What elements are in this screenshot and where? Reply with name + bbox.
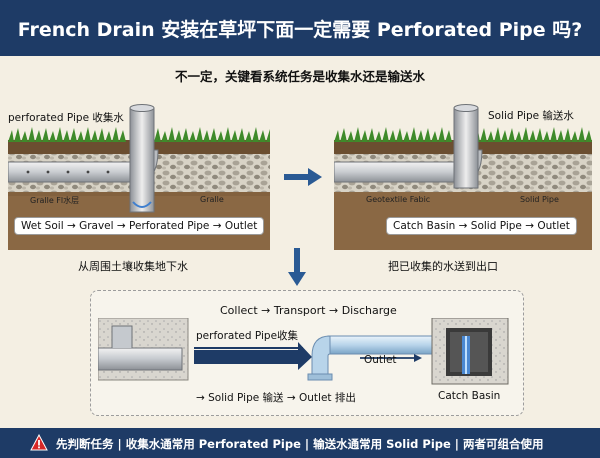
left-cross-section — [8, 104, 270, 250]
bottom-pipe-diagram — [98, 318, 509, 385]
down-arrow-icon — [288, 248, 306, 286]
catch-basin-label: Catch Basin — [438, 390, 501, 402]
page-title: French Drain 安装在草坪下面一定需要 Perforated Pipe… — [17, 19, 583, 41]
right-cross-section — [334, 104, 592, 250]
header-bar: French Drain 安装在草坪下面一定需要 Perforated Pipe… — [0, 0, 600, 56]
right-layer-label: Geotextile Fabic — [366, 195, 431, 204]
warning-icon — [30, 434, 48, 451]
footer-bar: 先判断任务 | 收集水通常用 Perforated Pipe | 输送水通常用 … — [0, 428, 600, 458]
left-flow-label: Wet Soil → Gravel → Perforated Pipe → Ou… — [14, 217, 265, 235]
footer-text: 先判断任务 | 收集水通常用 Perforated Pipe | 输送水通常用 … — [56, 437, 544, 451]
right-caption: 把已收集的水送到出口 — [388, 260, 498, 273]
perforated-collect-label: perforated Pipe收集 — [196, 330, 299, 342]
left-layer-label-right: Gralle — [200, 195, 224, 204]
left-caption: 从周围土壤收集地下水 — [78, 260, 188, 273]
right-arrow-icon — [284, 168, 322, 186]
solid-flow-label: → Solid Pipe 输送 → Outlet 排出 — [196, 392, 356, 404]
sequence-label: Collect → Transport → Discharge — [220, 304, 397, 317]
right-layer-label-right: Solid Pipe — [520, 195, 559, 204]
left-layer-label: Gralle Fl水层 — [30, 196, 80, 205]
perforated-pipe-callout: perforated Pipe 收集水 — [8, 112, 124, 124]
outlet-label: Outlet — [364, 354, 397, 366]
solid-pipe-callout: Solid Pipe 输送水 — [488, 110, 574, 122]
right-flow-label: Catch Basin → Solid Pipe → Outlet — [386, 217, 577, 235]
subtitle: 不一定，关键看系统任务是收集水还是输送水 — [174, 69, 425, 84]
